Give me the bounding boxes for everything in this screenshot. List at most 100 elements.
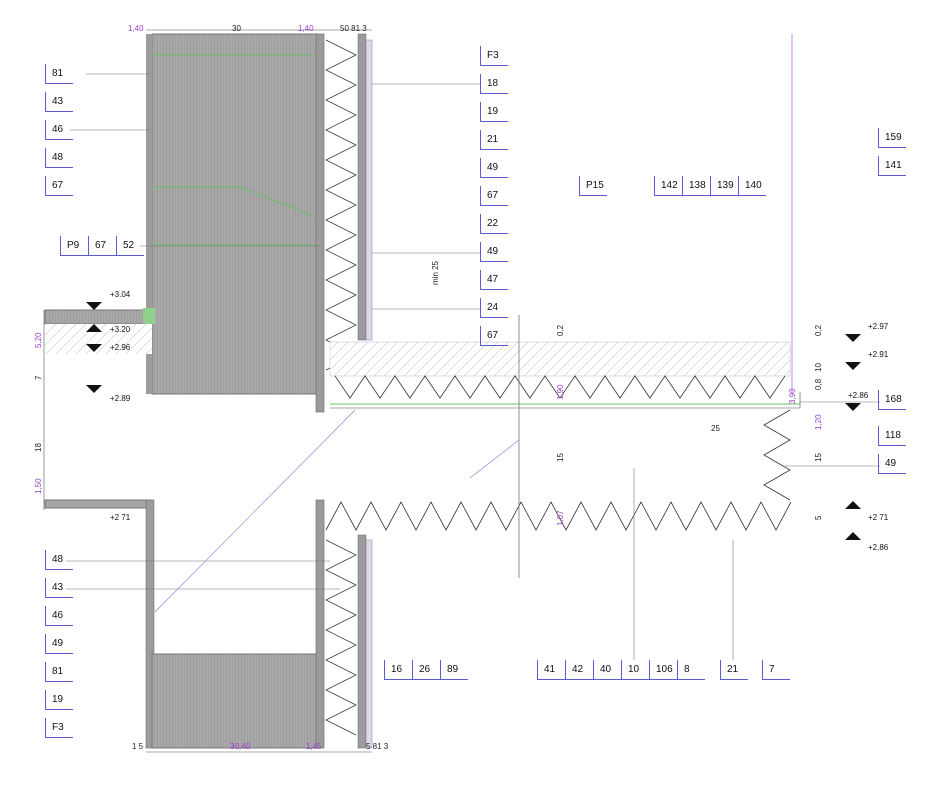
tag-center-47: 47 xyxy=(480,270,508,290)
tag-mid-52: 52 xyxy=(116,236,144,256)
tag-center-24: 24 xyxy=(480,298,508,318)
level-label-286: +2.86 xyxy=(848,391,869,400)
level-label-286-lower: +2.86 xyxy=(868,543,889,552)
tag-lower-48: 48 xyxy=(45,550,73,570)
level-label-271-right: +2 71 xyxy=(868,513,889,522)
tag-bottom-106: 106 xyxy=(649,660,677,680)
dim-slab-15: 15 xyxy=(556,453,565,462)
level-marker-304 xyxy=(86,302,102,310)
tag-mid-67: 67 xyxy=(88,236,116,256)
dim-right-15: 15 xyxy=(814,453,823,462)
tag-right-141: 141 xyxy=(878,156,906,176)
dim-left-18: 18 xyxy=(34,443,43,452)
level-marker-297 xyxy=(845,334,861,342)
tag-center-49: 49 xyxy=(480,158,508,178)
tag-lower-81: 81 xyxy=(45,662,73,682)
level-label-304: +3.04 xyxy=(110,290,131,299)
level-marker-291 xyxy=(845,362,861,370)
tag-bottom-26: 26 xyxy=(412,660,440,680)
level-label-289: +2.89 xyxy=(110,394,131,403)
level-marker-320 xyxy=(86,324,102,332)
note-min-25: min 25 xyxy=(431,260,440,285)
level-label-271-left: +2 71 xyxy=(110,513,131,522)
tag-bottom-89: 89 xyxy=(440,660,468,680)
level-marker-296 xyxy=(86,344,102,352)
dim-left-150: 1,50 xyxy=(34,478,43,494)
tag-center-22: 22 xyxy=(480,214,508,234)
level-marker-289 xyxy=(86,385,102,393)
tag-room-139: 139 xyxy=(710,176,738,196)
dim-slab-02: 0,2 xyxy=(556,324,565,336)
dim-top-right-overhang: 1,40 xyxy=(298,24,314,33)
level-label-291: +2.91 xyxy=(868,350,889,359)
dim-right-5: 5 xyxy=(814,515,823,520)
insulation-lower xyxy=(325,539,357,736)
dim-slab-190: 1,90 xyxy=(556,384,565,400)
tag-center-18: 18 xyxy=(480,74,508,94)
dim-bottom-wall: 30,40 xyxy=(230,742,251,751)
tag-left-46: 46 xyxy=(45,120,73,140)
tag-room-138: 138 xyxy=(682,176,710,196)
level-marker-286 xyxy=(845,403,861,411)
dim-bottom-left: 1 5 xyxy=(132,742,144,751)
tag-center-49b: 49 xyxy=(480,242,508,262)
floor-screed xyxy=(329,341,791,377)
tag-lower-19: 19 xyxy=(45,690,73,710)
tag-center-67: 67 xyxy=(480,186,508,206)
dim-slab-107: 1,07 xyxy=(556,510,565,526)
dim-top-layers: 50 81 3 xyxy=(340,24,367,33)
dim-right-08: 0,8 xyxy=(814,378,823,390)
dim-right-02: 0,2 xyxy=(814,324,823,336)
tag-bottom-40: 40 xyxy=(593,660,621,680)
tag-left-43: 43 xyxy=(45,92,73,112)
dim-bottom-right-overhang: 1,45 xyxy=(306,742,322,751)
level-label-296: +2.96 xyxy=(110,343,131,352)
insulation-upper xyxy=(325,39,357,371)
floor-insulation xyxy=(334,375,786,399)
tag-right-118: 118 xyxy=(878,426,906,446)
tag-lower-f3: F3 xyxy=(45,718,73,738)
tag-center-21: 21 xyxy=(480,130,508,150)
dim-right-10: 10 xyxy=(814,363,823,372)
tag-right-49: 49 xyxy=(878,454,906,474)
tag-left-67: 67 xyxy=(45,176,73,196)
tag-left-81: 81 xyxy=(45,64,73,84)
tag-room-142: 142 xyxy=(654,176,682,196)
ceiling-insulation xyxy=(325,501,792,531)
tag-bottom-42: 42 xyxy=(565,660,593,680)
lower-wall xyxy=(151,653,319,749)
tag-bottom-41: 41 xyxy=(537,660,565,680)
tag-room-140: 140 xyxy=(738,176,766,196)
upper-wall-left-edge xyxy=(146,34,152,394)
tag-right-159: 159 xyxy=(878,128,906,148)
tag-lower-46: 46 xyxy=(45,606,73,626)
tag-bottom-16: 16 xyxy=(384,660,412,680)
level-marker-271 xyxy=(845,501,861,509)
balcony-slab xyxy=(44,309,153,325)
tag-bottom-10: 10 xyxy=(621,660,649,680)
tag-right-168: 168 xyxy=(878,390,906,410)
tag-lower-43: 43 xyxy=(45,578,73,598)
dim-top-left-overhang: 1,40 xyxy=(128,24,144,33)
tag-bottom-7: 7 xyxy=(762,660,790,680)
tag-p9: P9 xyxy=(60,236,88,256)
level-label-320: +3.20 xyxy=(110,325,131,334)
tag-center-19: 19 xyxy=(480,102,508,122)
dim-left-520: 5,20 xyxy=(34,332,43,348)
dim-bottom-layers: 5 81 3 xyxy=(366,742,389,751)
dim-slab-25: 25 xyxy=(711,424,720,433)
tag-bottom-21: 21 xyxy=(720,660,748,680)
tag-lower-49: 49 xyxy=(45,634,73,654)
dim-left-7: 7 xyxy=(34,375,43,380)
upper-wall xyxy=(151,33,319,395)
tag-center-67b: 67 xyxy=(480,326,508,346)
tag-center-f3: F3 xyxy=(480,46,508,66)
tag-room-p15: P15 xyxy=(579,176,607,196)
tag-bottom-8: 8 xyxy=(677,660,705,680)
level-label-297: +2.97 xyxy=(868,322,889,331)
level-marker-286b xyxy=(845,532,861,540)
dim-right-390: 3,90 xyxy=(788,388,797,404)
dim-top-wall: 30 xyxy=(232,24,241,33)
dim-right-120: 1,20 xyxy=(814,414,823,430)
